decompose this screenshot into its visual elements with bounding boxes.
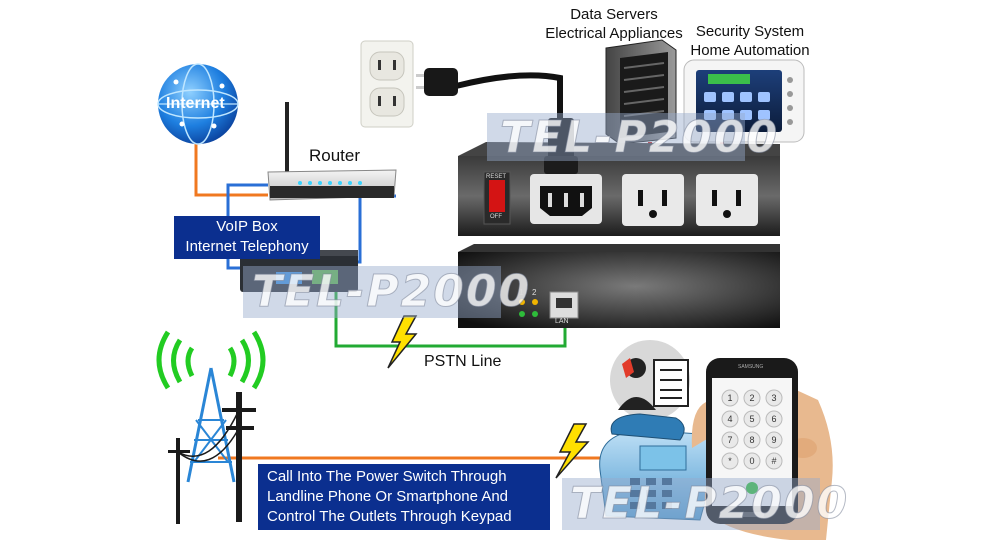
off-label: OFF — [490, 214, 502, 220]
operator-avatar-icon — [610, 340, 690, 420]
power-cord — [455, 72, 563, 118]
keypad-key-bg — [765, 410, 783, 428]
keypad-key-bg — [721, 410, 739, 428]
internet-label: Internet — [166, 95, 225, 112]
desk-phone-icon — [599, 413, 713, 521]
voip-label-box: VoIP Box Internet Telephony — [174, 216, 320, 259]
security-line1: Security System — [695, 23, 805, 40]
router-icon — [267, 102, 397, 201]
call-line1: Call Into The Power Switch Through — [267, 468, 507, 485]
watermark-band-mid — [243, 266, 501, 318]
pstn-line — [334, 288, 567, 348]
watermark-bottom: TEL-P2000 — [569, 478, 850, 530]
power-switch-bottom-unit — [458, 244, 780, 328]
keypad-key-bg — [743, 410, 761, 428]
keypad-key: 9 — [771, 435, 776, 445]
lan-label: LAN — [555, 318, 569, 325]
call-line3: Control The Outlets Through Keypad — [267, 508, 512, 525]
keypad-key: 3 — [771, 393, 776, 403]
voip-line2: Internet Telephony — [185, 238, 309, 255]
keypad-key-bg — [721, 452, 739, 470]
watermark-top: TEL-P2000 — [499, 112, 780, 164]
keypad-key: 6 — [771, 414, 776, 424]
lightning-icon-landline — [555, 423, 590, 479]
keypad-key-bg — [721, 389, 739, 407]
data-servers-line1: Data Servers — [570, 6, 658, 23]
server-icon — [605, 39, 677, 145]
router-label: Router — [309, 146, 361, 165]
keypad-key: 5 — [749, 414, 754, 424]
security-line2: Home Automation — [690, 42, 810, 59]
keypad-key: 1 — [727, 393, 732, 403]
watermark-band-top — [487, 113, 745, 161]
keypad-key-bg — [721, 431, 739, 449]
voip-line1: VoIP Box — [216, 218, 278, 235]
keypad-key-bg — [765, 452, 783, 470]
cell-tower-icon — [156, 330, 266, 524]
reset-label: RESET — [486, 174, 507, 180]
keypad-key-bg — [743, 431, 761, 449]
phone-keypad: 1 2 3 4 5 6 7 8 9 * 0 # — [721, 389, 783, 470]
call-instructions-box: Call Into The Power Switch Through Landl… — [258, 464, 550, 530]
led1-label: 1 — [519, 288, 524, 297]
keypad-key-bg — [765, 389, 783, 407]
watermark-mid: TEL-P2000 — [251, 266, 532, 318]
keypad-key-bg — [743, 452, 761, 470]
keypad-key-bg — [765, 431, 783, 449]
keypad-key: 2 — [749, 393, 754, 403]
watermark-band-bottom — [562, 478, 820, 530]
security-panel-icon — [683, 59, 805, 143]
data-servers-line2: Electrical Appliances — [545, 25, 683, 42]
data-servers-label: Data Servers Electrical Appliances — [544, 5, 684, 43]
internet-globe-icon — [157, 63, 239, 145]
keypad-key: 4 — [727, 414, 732, 424]
keypad-key: # — [771, 456, 776, 466]
keypad-key: 8 — [749, 435, 754, 445]
smartphone-icon: 1 2 3 4 5 6 7 8 9 * 0 # — [706, 358, 798, 524]
keypad-key: * — [728, 456, 732, 466]
call-line2: Landline Phone Or Smartphone And — [267, 488, 509, 505]
led2-label: 2 — [532, 288, 537, 297]
power-switch-top-unit — [458, 142, 780, 236]
phone-brand-label: SAMSUNG — [738, 364, 764, 370]
lightning-icon-pstn — [387, 315, 418, 369]
power-connector-icon — [544, 118, 578, 174]
pstn-label: PSTN Line — [424, 353, 502, 370]
keypad-key: 0 — [749, 456, 754, 466]
security-label: Security System Home Automation — [688, 22, 812, 60]
power-plug-icon — [416, 68, 458, 96]
keypad-key-bg — [743, 389, 761, 407]
keypad-key: 7 — [727, 435, 732, 445]
internet-cable — [194, 135, 268, 197]
wall-outlet-icon — [360, 40, 414, 128]
